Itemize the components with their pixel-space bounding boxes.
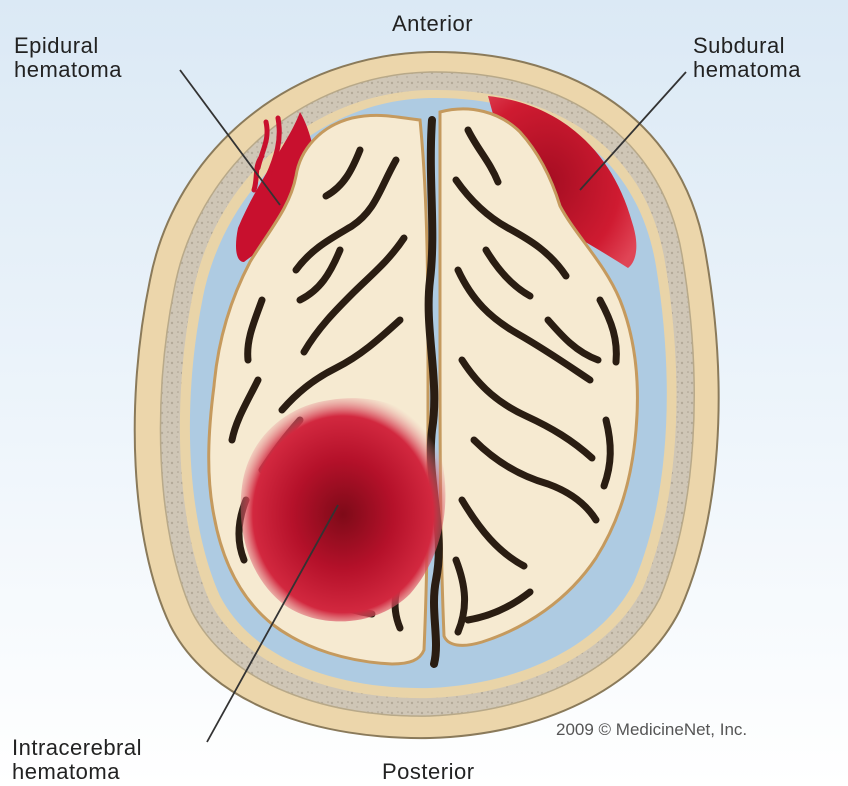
- copyright-notice: 2009 © MedicineNet, Inc.: [556, 720, 747, 740]
- subdural-label-line1: Subdural: [693, 34, 801, 58]
- epidural-hematoma-label: Epidural hematoma: [14, 34, 122, 82]
- subdural-hematoma-label: Subdural hematoma: [693, 34, 801, 82]
- epidural-label-line1: Epidural: [14, 34, 122, 58]
- intracerebral-label-line2: hematoma: [12, 760, 142, 784]
- epidural-label-line2: hematoma: [14, 58, 122, 82]
- subdural-label-line2: hematoma: [693, 58, 801, 82]
- intracerebral-hematoma-label: Intracerebral hematoma: [12, 736, 142, 784]
- anterior-label: Anterior: [392, 12, 473, 36]
- posterior-label: Posterior: [382, 760, 475, 784]
- intracerebral-label-line1: Intracerebral: [12, 736, 142, 760]
- intracerebral-hematoma: [241, 398, 446, 621]
